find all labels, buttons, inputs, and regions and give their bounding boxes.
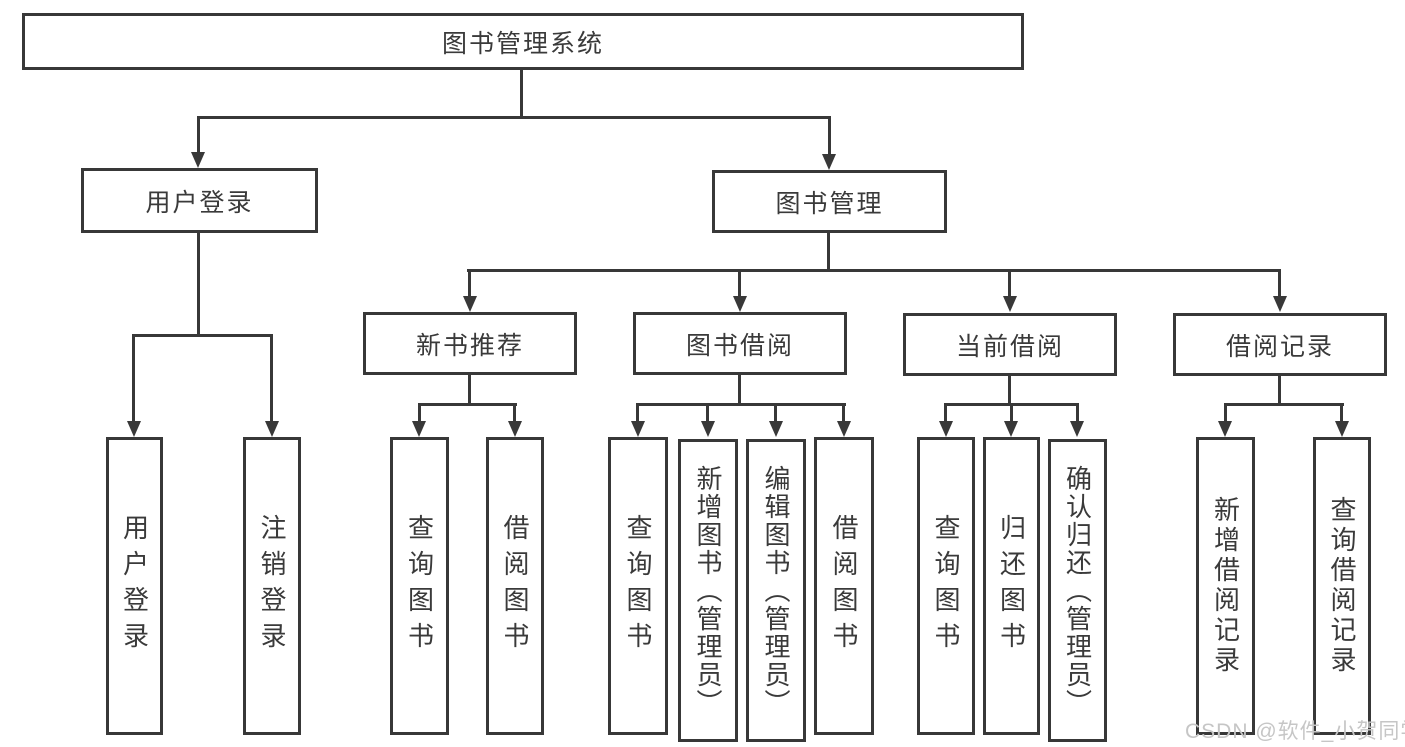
connector-line: [774, 405, 777, 421]
arrow-down-icon: [412, 421, 426, 437]
csdn-watermark: CSDN @软件_小贺同学: [1185, 720, 1405, 743]
connector-line: [706, 405, 709, 421]
connector-line: [468, 271, 471, 297]
connector-line: [132, 334, 273, 337]
leaf-borrow-books-1-label: 借阅图书: [500, 514, 530, 658]
node-user-login-label: 用户登录: [145, 188, 254, 217]
node-current-borrowing: 当前借阅: [903, 313, 1117, 376]
node-book-management: 图书管理: [712, 170, 947, 233]
leaf-return-books: 归还图书: [983, 437, 1040, 735]
leaf-add-borrow-record: 新增借阅记录: [1196, 437, 1255, 735]
connector-line: [132, 336, 135, 422]
leaf-query-books-3: 查询图书: [917, 437, 975, 735]
leaf-add-borrow-record-label: 新增借阅记录: [1210, 496, 1241, 676]
leaf-edit-books-admin: 编辑图书（管理员）: [746, 439, 806, 742]
connector-line: [520, 70, 523, 118]
connector-line: [1010, 405, 1013, 421]
leaf-borrow-books-2-label: 借阅图书: [829, 514, 859, 658]
leaf-confirm-return-admin: 确认归还（管理员）: [1048, 439, 1107, 742]
connector-line: [827, 233, 830, 271]
leaf-query-books-1-label: 查询图书: [404, 514, 435, 658]
arrow-down-icon: [1273, 296, 1287, 312]
connector-line: [467, 269, 1281, 272]
leaf-query-books-3-label: 查询图书: [931, 514, 961, 658]
connector-line: [197, 233, 200, 336]
connector-line: [1076, 405, 1079, 421]
arrow-down-icon: [1070, 421, 1084, 437]
connector-line: [1224, 405, 1227, 421]
node-borrowing-records-label: 借阅记录: [1225, 332, 1334, 361]
connector-line: [944, 403, 1079, 406]
leaf-query-borrow-record: 查询借阅记录: [1313, 437, 1371, 735]
connector-line: [1278, 271, 1281, 297]
leaf-borrow-books-2: 借阅图书: [814, 437, 874, 735]
leaf-logout-label: 注销登录: [257, 514, 287, 658]
arrow-down-icon: [701, 421, 715, 437]
connector-line: [1278, 376, 1281, 405]
leaf-edit-books-admin-label: 编辑图书（管理员）: [761, 464, 791, 717]
node-library-system: 图书管理系统: [22, 13, 1024, 70]
node-new-book-recommend: 新书推荐: [363, 312, 577, 375]
arrow-down-icon: [1004, 421, 1018, 437]
node-book-management-label: 图书管理: [775, 189, 884, 218]
node-new-book-recommend-label: 新书推荐: [415, 331, 524, 360]
leaf-query-books-2: 查询图书: [608, 437, 668, 735]
connector-line: [1008, 271, 1011, 297]
leaf-add-books-admin-label: 新增图书（管理员）: [693, 464, 723, 717]
leaf-borrow-books-1: 借阅图书: [486, 437, 544, 735]
connector-line: [513, 405, 516, 421]
arrow-down-icon: [1335, 421, 1349, 437]
leaf-logout: 注销登录: [243, 437, 301, 735]
connector-line: [738, 271, 741, 297]
connector-line: [1008, 376, 1011, 405]
leaf-confirm-return-admin-label: 确认归还（管理员）: [1062, 464, 1093, 717]
arrow-down-icon: [733, 296, 747, 312]
leaf-add-books-admin: 新增图书（管理员）: [678, 439, 738, 742]
connector-line: [1224, 403, 1344, 406]
connector-line: [418, 403, 517, 406]
connector-line: [197, 116, 831, 119]
arrow-down-icon: [463, 296, 477, 312]
connector-line: [738, 375, 741, 405]
connector-line: [636, 403, 846, 406]
arrow-down-icon: [769, 421, 783, 437]
leaf-user-login-label: 用户登录: [119, 514, 150, 658]
leaf-return-books-label: 归还图书: [996, 514, 1027, 658]
connector-line: [468, 375, 471, 405]
arrow-down-icon: [508, 421, 522, 437]
leaf-query-books-2-label: 查询图书: [623, 514, 653, 658]
connector-line: [842, 405, 845, 421]
node-book-borrowing-label: 图书借阅: [685, 331, 794, 360]
leaf-query-books-1: 查询图书: [390, 437, 449, 735]
connector-line: [270, 336, 273, 422]
arrow-down-icon: [631, 421, 645, 437]
connector-line: [636, 405, 639, 421]
arrow-down-icon: [822, 154, 836, 170]
node-user-login: 用户登录: [81, 168, 318, 233]
node-borrowing-records: 借阅记录: [1173, 313, 1387, 376]
arrow-down-icon: [191, 152, 205, 168]
connector-line: [1340, 405, 1343, 421]
node-book-borrowing: 图书借阅: [633, 312, 847, 375]
arrow-down-icon: [837, 421, 851, 437]
connector-line: [197, 118, 200, 153]
arrow-down-icon: [939, 421, 953, 437]
node-current-borrowing-label: 当前借阅: [955, 332, 1064, 361]
leaf-query-borrow-record-label: 查询借阅记录: [1327, 496, 1357, 676]
connector-line: [828, 118, 831, 155]
connector-line: [418, 405, 421, 421]
arrow-down-icon: [1003, 296, 1017, 312]
arrow-down-icon: [265, 421, 279, 437]
arrow-down-icon: [1218, 421, 1232, 437]
node-library-system-label: 图书管理系统: [441, 29, 604, 58]
connector-line: [944, 405, 947, 421]
arrow-down-icon: [127, 421, 141, 437]
leaf-user-login: 用户登录: [106, 437, 163, 735]
